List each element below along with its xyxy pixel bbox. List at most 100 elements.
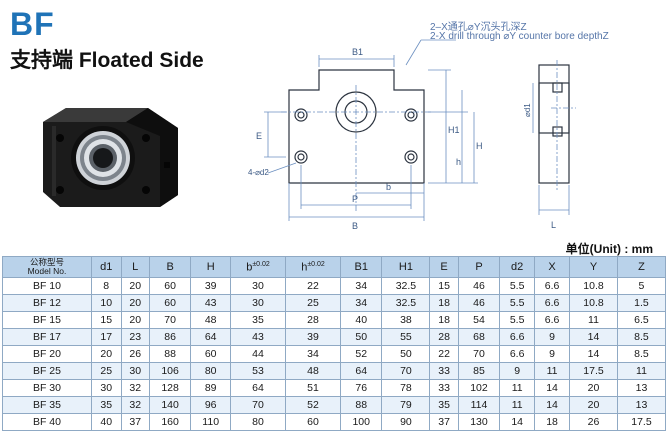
unit-label: 单位(Unit) : mm <box>565 242 653 256</box>
dim-b1: B1 <box>352 47 363 57</box>
table-cell: 9 <box>534 328 571 346</box>
model-cell: BF 25 <box>2 362 92 380</box>
table-cell: 32 <box>120 396 150 414</box>
table-cell: 106 <box>148 362 192 380</box>
table-cell: 32 <box>120 379 150 397</box>
column-tolerance: ±0.02 <box>307 260 325 268</box>
column-header-h: H <box>190 256 232 278</box>
table-cell: 26 <box>569 413 618 431</box>
table-cell: 28 <box>429 328 459 346</box>
model-cell: BF 17 <box>2 328 92 346</box>
table-cell: 20 <box>569 379 618 397</box>
product-image <box>43 108 178 207</box>
table-cell: 35 <box>230 311 287 329</box>
table-cell: 90 <box>381 413 431 431</box>
table-cell: 128 <box>148 379 192 397</box>
table-cell: 20 <box>569 396 618 414</box>
table-cell: 35 <box>90 396 122 414</box>
table-cell: 64 <box>340 362 383 380</box>
dim-d2: 4-⌀d2 <box>248 168 269 177</box>
table-cell: 15 <box>429 277 459 295</box>
table-cell: 20 <box>90 345 122 363</box>
column-label: d1 <box>100 261 113 273</box>
table-cell: 6.6 <box>534 311 571 329</box>
dim-p: P <box>352 194 358 204</box>
column-label: E <box>440 261 448 273</box>
table-cell: 40 <box>90 413 122 431</box>
model-cell: BF 30 <box>2 379 92 397</box>
table-cell: 10.8 <box>569 294 618 312</box>
table-cell: 37 <box>120 413 150 431</box>
table-cell: 88 <box>340 396 383 414</box>
heading-en: Floated Side <box>78 49 204 72</box>
table-cell: 39 <box>190 277 232 295</box>
model-cell: BF 10 <box>2 277 92 295</box>
table-cell: 60 <box>148 294 192 312</box>
table-cell: 43 <box>230 328 287 346</box>
table-cell: 70 <box>457 345 501 363</box>
table-cell: 14 <box>569 345 618 363</box>
table-cell: 14 <box>534 379 571 397</box>
table-cell: 6.6 <box>534 277 571 295</box>
table-cell: 17.5 <box>616 413 667 431</box>
model-column-header: 公称型号 Model No. <box>2 256 92 278</box>
heading-cn: 支持端 <box>10 49 73 72</box>
column-header-x: X <box>534 256 571 278</box>
brand-title: BF <box>10 6 55 42</box>
table-cell: 88 <box>148 345 192 363</box>
table-cell: 13 <box>616 379 667 397</box>
column-header-p: P <box>457 256 501 278</box>
dim-h1: H1 <box>448 125 460 135</box>
model-cell: BF 12 <box>2 294 92 312</box>
table-cell: 70 <box>381 362 431 380</box>
column-label: B1 <box>354 261 368 273</box>
table-cell: 6.6 <box>499 345 536 363</box>
table-cell: 78 <box>381 379 431 397</box>
table-cell: 79 <box>381 396 431 414</box>
table-cell: 32.5 <box>381 294 431 312</box>
table-cell: 60 <box>148 277 192 295</box>
column-header-y: Y <box>569 256 618 278</box>
model-header-en: Model No. <box>27 266 67 276</box>
table-cell: 30 <box>90 379 122 397</box>
table-cell: 68 <box>457 328 501 346</box>
column-header-b1: B1 <box>340 256 383 278</box>
table-cell: 32.5 <box>381 277 431 295</box>
column-header-l: L <box>120 256 150 278</box>
table-cell: 28 <box>285 311 342 329</box>
table-cell: 18 <box>429 294 459 312</box>
table-cell: 11 <box>499 379 536 397</box>
table-cell: 8.5 <box>616 345 667 363</box>
drawing-note-cn: 2–X通孔⌀Y沉头孔深Z <box>430 22 527 33</box>
table-cell: 51 <box>285 379 342 397</box>
table-cell: 14 <box>534 396 571 414</box>
column-tolerance: ±0.02 <box>252 260 270 268</box>
table-cell: 20 <box>120 294 150 312</box>
table-cell: 6.5 <box>616 311 667 329</box>
column-header-d1: d1 <box>90 256 122 278</box>
table-cell: 39 <box>285 328 342 346</box>
table-cell: 14 <box>499 413 536 431</box>
table-cell: 53 <box>230 362 287 380</box>
column-header-b: B <box>148 256 192 278</box>
table-cell: 48 <box>190 311 232 329</box>
table-cell: 46 <box>457 294 501 312</box>
table-cell: 9 <box>534 345 571 363</box>
technical-drawing: B1 E H1 H h b P B 4-⌀d2 ⌀d1 L <box>248 39 576 231</box>
table-cell: 14 <box>569 328 618 346</box>
table-cell: 8.5 <box>616 328 667 346</box>
table-cell: 38 <box>381 311 431 329</box>
table-cell: 11 <box>534 362 571 380</box>
table-cell: 5.5 <box>499 294 536 312</box>
table-cell: 5.5 <box>499 277 536 295</box>
table-cell: 46 <box>457 277 501 295</box>
dim-b: B <box>352 221 358 231</box>
table-cell: 64 <box>190 328 232 346</box>
